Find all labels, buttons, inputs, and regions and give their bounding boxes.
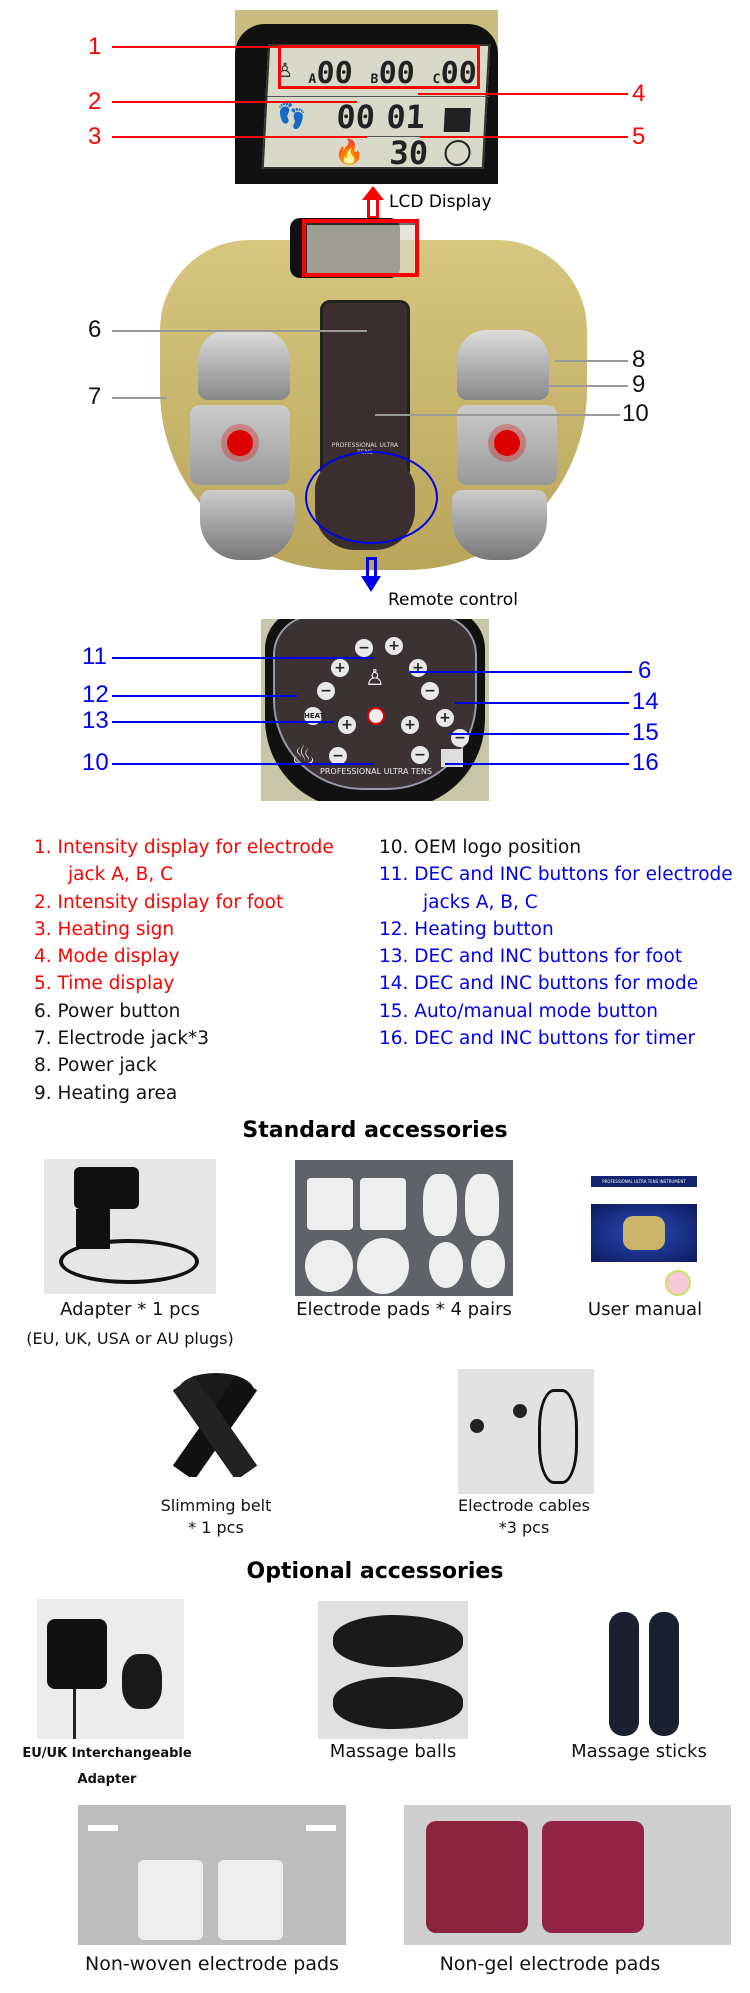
user-manual-photo: PROFESSIONAL ULTRA TENS INSTRUMENT: [591, 1176, 697, 1296]
callout-16: 16: [632, 749, 659, 776]
callout-15: 15: [632, 719, 659, 746]
massage-sticks-caption: Massage sticks: [571, 1741, 707, 1762]
remote-highlight-circle: [305, 451, 438, 544]
non-gel-pads-caption: Non-gel electrode pads: [439, 1953, 661, 1975]
callout-14: 14: [632, 688, 659, 715]
legend-item: 15. Auto/manual mode button: [379, 1000, 659, 1022]
massage-balls-caption: Massage balls: [329, 1741, 457, 1762]
interchangeable-adapter-caption: EU/UK Interchangeable: [22, 1746, 192, 1761]
remote-control-label: Remote control: [388, 590, 518, 610]
legend-item: 16. DEC and INC buttons for timer: [379, 1028, 696, 1050]
legend-item: 2. Intensity display for foot: [34, 891, 284, 913]
callout-10-remote: 10: [82, 749, 109, 776]
callout-1: 1: [88, 33, 102, 60]
callout-4: 4: [632, 80, 646, 107]
standard-accessories-heading: Standard accessories: [242, 1118, 508, 1143]
legend-item: 10. OEM logo position: [379, 837, 582, 858]
legend-item: 6. Power button: [34, 1000, 181, 1022]
massage-sticks-photo: [591, 1612, 693, 1736]
remote-photo: −+ ++ −− ♙ ++ +− HEAT −− ♨ PROFESSIONAL …: [261, 619, 489, 801]
interchangeable-adapter-photo: [37, 1599, 184, 1739]
legend-item: 3. Heating sign: [34, 918, 175, 940]
down-arrow-icon: [361, 576, 381, 592]
callout-12: 12: [82, 681, 109, 708]
person-icon: ♙: [365, 666, 385, 691]
legend-item: 11. DEC and INC buttons for electrode ja…: [379, 864, 733, 913]
up-arrow-icon: [362, 186, 384, 200]
callout-8: 8: [632, 346, 646, 373]
user-manual-caption: User manual: [587, 1299, 703, 1320]
legend-item: 14. DEC and INC buttons for mode: [379, 973, 699, 995]
legend-left: 1. Intensity display for electrode jack …: [34, 834, 364, 1107]
clock-icon: [443, 140, 472, 166]
non-woven-pads-caption: Non-woven electrode pads: [85, 1953, 339, 1975]
legend-item: 4. Mode display: [34, 946, 180, 968]
electrode-pads-photo: [295, 1160, 513, 1296]
mode-icon: [443, 108, 471, 132]
non-gel-pads-photo: [404, 1805, 731, 1945]
electrode-cables-caption: Electrode cables*3 pcs: [458, 1496, 590, 1537]
callout-2: 2: [88, 88, 102, 115]
feet-icon: 👣: [275, 102, 308, 130]
slimming-belt-photo: [150, 1373, 282, 1477]
legend-item: 12. Heating button: [379, 918, 554, 940]
massage-balls-photo: [318, 1601, 468, 1739]
legend-item: 8. Power jack: [34, 1055, 157, 1077]
callout-5: 5: [632, 123, 646, 150]
callout-7: 7: [88, 383, 102, 410]
lcd-photo: ♙ A00 B00 C00 👣 00 01 🔥 30: [235, 10, 498, 184]
non-woven-pads-photo: [78, 1805, 346, 1945]
legend-item: 1. Intensity display for electrode jack …: [34, 837, 334, 886]
electrode-cables-photo: [458, 1369, 594, 1494]
callout-13: 13: [82, 707, 109, 734]
electrode-pads-caption: Electrode pads * 4 pairs: [296, 1299, 512, 1320]
legend-item: 5. Time display: [34, 973, 175, 995]
adapter-photo: [44, 1159, 216, 1294]
legend-item: 13. DEC and INC buttons for foot: [379, 946, 683, 968]
flame-icon: ♨: [291, 739, 317, 772]
callout-9: 9: [632, 371, 646, 398]
device-photo: PROFESSIONAL ULTRA TENS: [150, 218, 597, 575]
legend-right: 10. OEM logo position 11. DEC and INC but…: [379, 834, 739, 1052]
legend-item: 7. Electrode jack*3: [34, 1028, 210, 1050]
callout-3: 3: [88, 123, 102, 150]
lcd-display-label: LCD Display: [389, 192, 492, 212]
slimming-belt-caption: Slimming belt* 1 pcs: [160, 1496, 272, 1537]
adapter-note: (EU, UK, USA or AU plugs): [26, 1329, 234, 1348]
optional-accessories-heading: Optional accessories: [246, 1559, 504, 1584]
callout-10: 10: [622, 400, 649, 427]
callout-11: 11: [82, 643, 107, 670]
legend-item: 9. Heating area: [34, 1082, 178, 1104]
flame-icon: 🔥: [333, 138, 366, 166]
callout-6: 6: [88, 316, 102, 343]
callout-6-remote: 6: [638, 657, 652, 684]
adapter-caption: Adapter * 1 pcs: [60, 1299, 200, 1320]
power-button: [367, 707, 385, 725]
